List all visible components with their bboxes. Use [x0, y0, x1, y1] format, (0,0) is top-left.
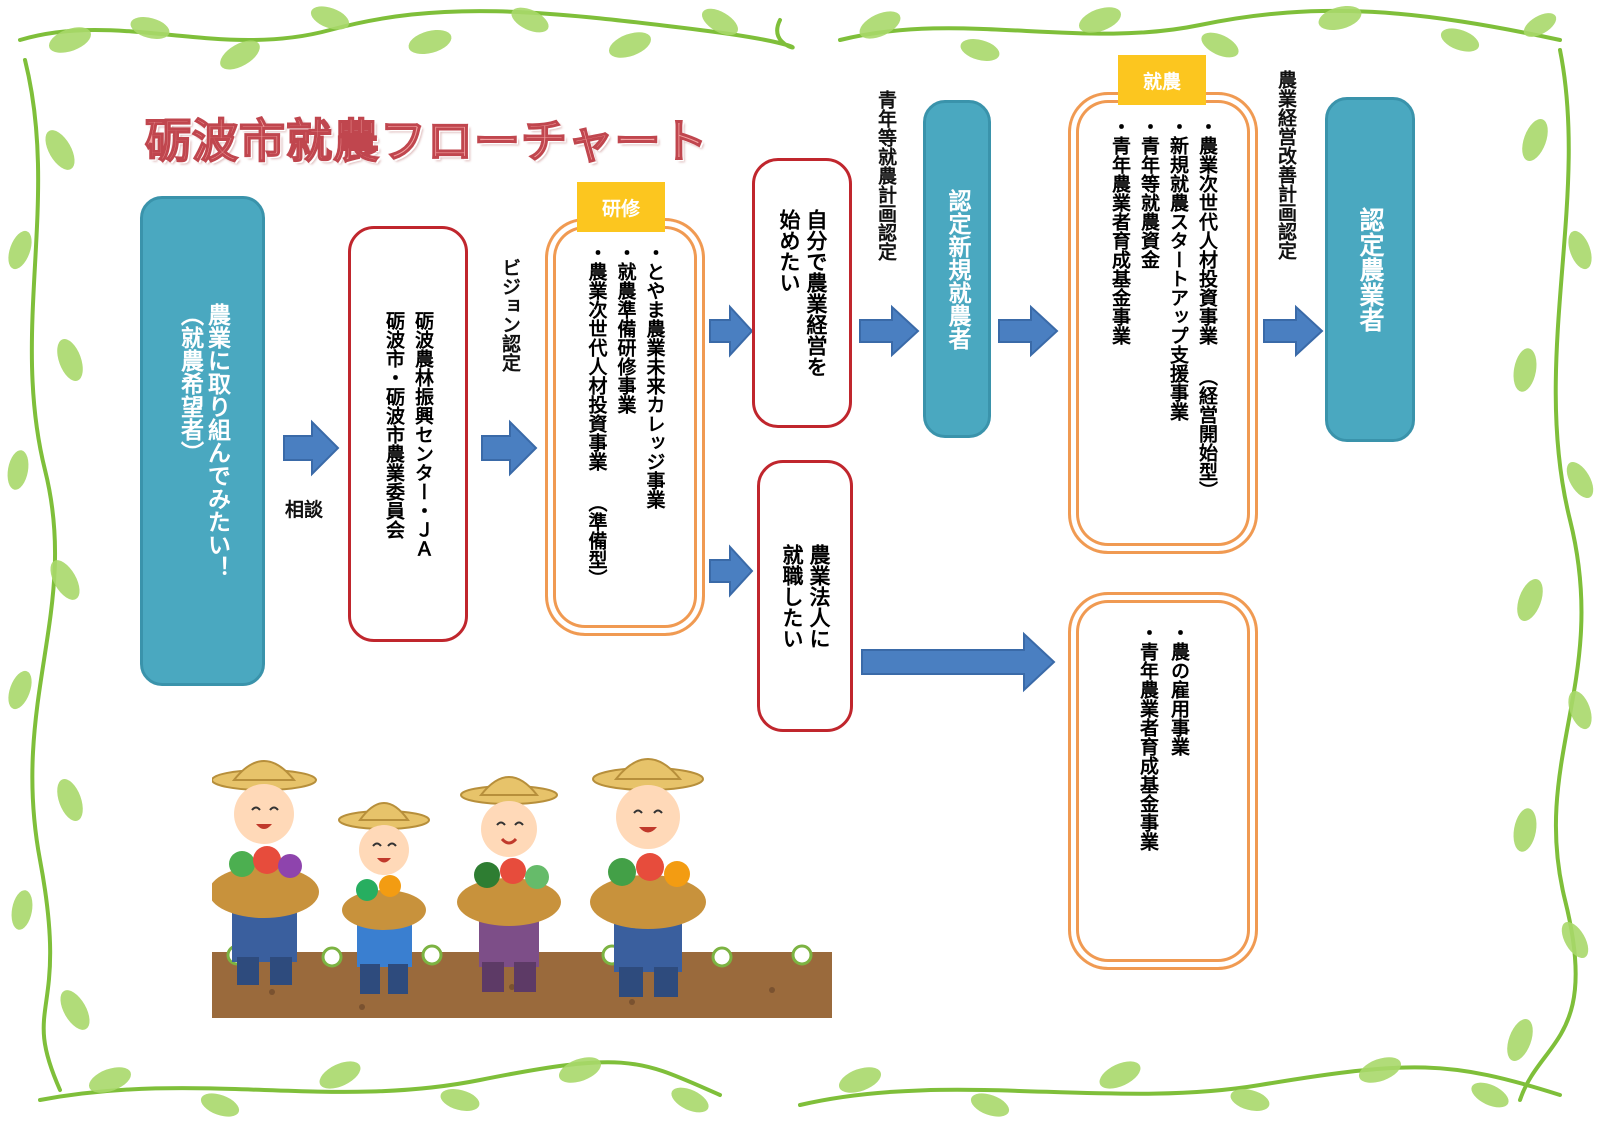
training-item-2: ・就農準備研修事業 — [614, 243, 637, 414]
certified-new-farmer-box: 認定新規就農者 — [923, 100, 991, 438]
farmer-1 — [212, 760, 319, 985]
self-management-line-2: 始めたい — [777, 209, 801, 293]
employment-line-2: 就職したい — [780, 543, 804, 649]
consult-line-1: 砺波農林振興センター・ＪＡ — [412, 310, 434, 558]
employment-box: 農業法人に 就職したい — [757, 460, 853, 732]
arrow-vision — [481, 419, 538, 477]
arrow-to-employment — [709, 544, 754, 598]
training-tag: 研修 — [577, 182, 665, 232]
farmer-4 — [590, 758, 706, 997]
aspiring-farmer-box: 農業に取り組んでみたい！ （就農希望者） — [140, 196, 265, 686]
self-management-box: 自分で農業経営を 始めたい — [752, 158, 852, 428]
youth-plan-certification-label: 青年等就農計画認定 — [875, 90, 897, 261]
arrow-to-certified-farmer — [1263, 304, 1324, 358]
arrow-to-new-farmer — [859, 304, 920, 358]
employment-program-1: ・農の雇用事業 — [1168, 623, 1190, 756]
self-management-line-1: 自分で農業経営を — [804, 209, 828, 377]
farming-support-box: ・農業次世代人材投資事業 （経営開始型） ・新規就農スタートアップ支援事業 ・青… — [1068, 92, 1258, 554]
aspiring-farmer-line-2: （就農希望者） — [176, 303, 203, 464]
employment-line-1: 農業法人に — [807, 543, 831, 649]
training-item-1: ・とやま農業未来カレッジ事業 — [643, 243, 666, 509]
arrow-to-self-management — [709, 304, 754, 358]
vision-certification-label: ビジョン認定 — [499, 258, 521, 372]
farming-item-2: ・新規就農スタートアップ支援事業 — [1167, 117, 1189, 421]
certified-farmer-box: 認定農業者 — [1325, 97, 1415, 442]
farmer-2 — [338, 802, 430, 994]
farming-item-4: ・青年農業者育成基金事業 — [1109, 117, 1131, 345]
farming-tag: 就農 — [1118, 55, 1206, 105]
training-programs-box: ・とやま農業未来カレッジ事業 ・就農準備研修事業 ・農業次世代人材投資事業 （準… — [545, 218, 705, 636]
certified-farmer-label: 認定農業者 — [1356, 207, 1385, 332]
farmer-3 — [457, 776, 561, 992]
page-title: 砺波市就農フローチャート — [144, 113, 709, 169]
consultation-centers-box: 砺波農林振興センター・ＪＡ 砺波市・砺波市農業委員会 — [348, 226, 468, 642]
arrow-consult — [283, 419, 340, 477]
certified-new-farmer-label: 認定新規就農者 — [944, 188, 970, 350]
training-item-3: ・農業次世代人材投資事業 （準備型） — [585, 243, 608, 588]
aspiring-farmer-line-1: 農業に取り組んでみたい！ — [203, 303, 230, 579]
employment-programs-box: ・農の雇用事業 ・青年農業者育成基金事業 — [1068, 592, 1258, 970]
arrow-employment-to-programs — [861, 631, 1056, 693]
arrow-to-farming-support — [998, 304, 1059, 358]
farming-item-1: ・農業次世代人材投資事業 （経営開始型） — [1196, 117, 1218, 500]
farming-item-3: ・青年等就農資金 — [1138, 117, 1160, 269]
improvement-plan-certification-label: 農業経営改善計画認定 — [1275, 70, 1297, 260]
consult-label: 相談 — [285, 499, 324, 521]
consult-line-2: 砺波市・砺波市農業委員会 — [383, 310, 405, 539]
farmers-illustration — [212, 758, 832, 1018]
employment-program-2: ・青年農業者育成基金事業 — [1137, 623, 1159, 851]
